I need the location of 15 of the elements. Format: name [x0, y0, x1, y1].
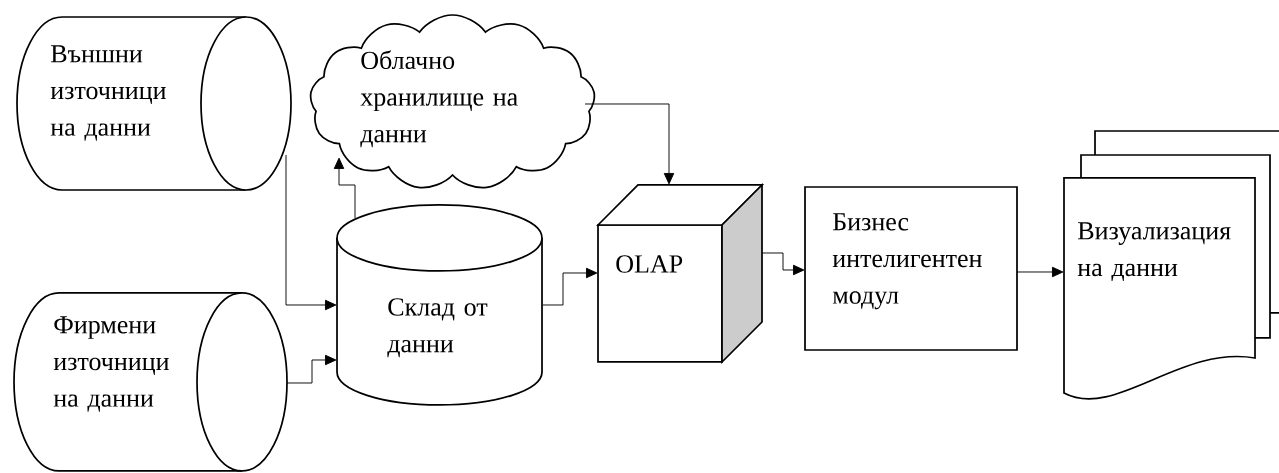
- node-label: Визуализация на данни: [1077, 222, 1231, 281]
- document-stack: Визуализация на данни: [1063, 130, 1279, 400]
- cloud: Облачно хранилище на данни: [309, 14, 596, 189]
- node-label: Фирмени източници на данни: [53, 316, 169, 412]
- arrow: [1016, 266, 1064, 278]
- arrow: [584, 103, 675, 185]
- cylinder: Фирмени източници на данни: [13, 292, 288, 472]
- arrow: [285, 154, 337, 311]
- database-cylinder: Склад от данни: [336, 204, 543, 406]
- arrow: [333, 157, 356, 219]
- process-box: Бизнес интелигентен модул: [804, 186, 1018, 351]
- cylinder: Външни източници на данни: [16, 16, 292, 191]
- arrow: [286, 354, 337, 384]
- arrow: [761, 252, 805, 276]
- arrow: [542, 267, 598, 306]
